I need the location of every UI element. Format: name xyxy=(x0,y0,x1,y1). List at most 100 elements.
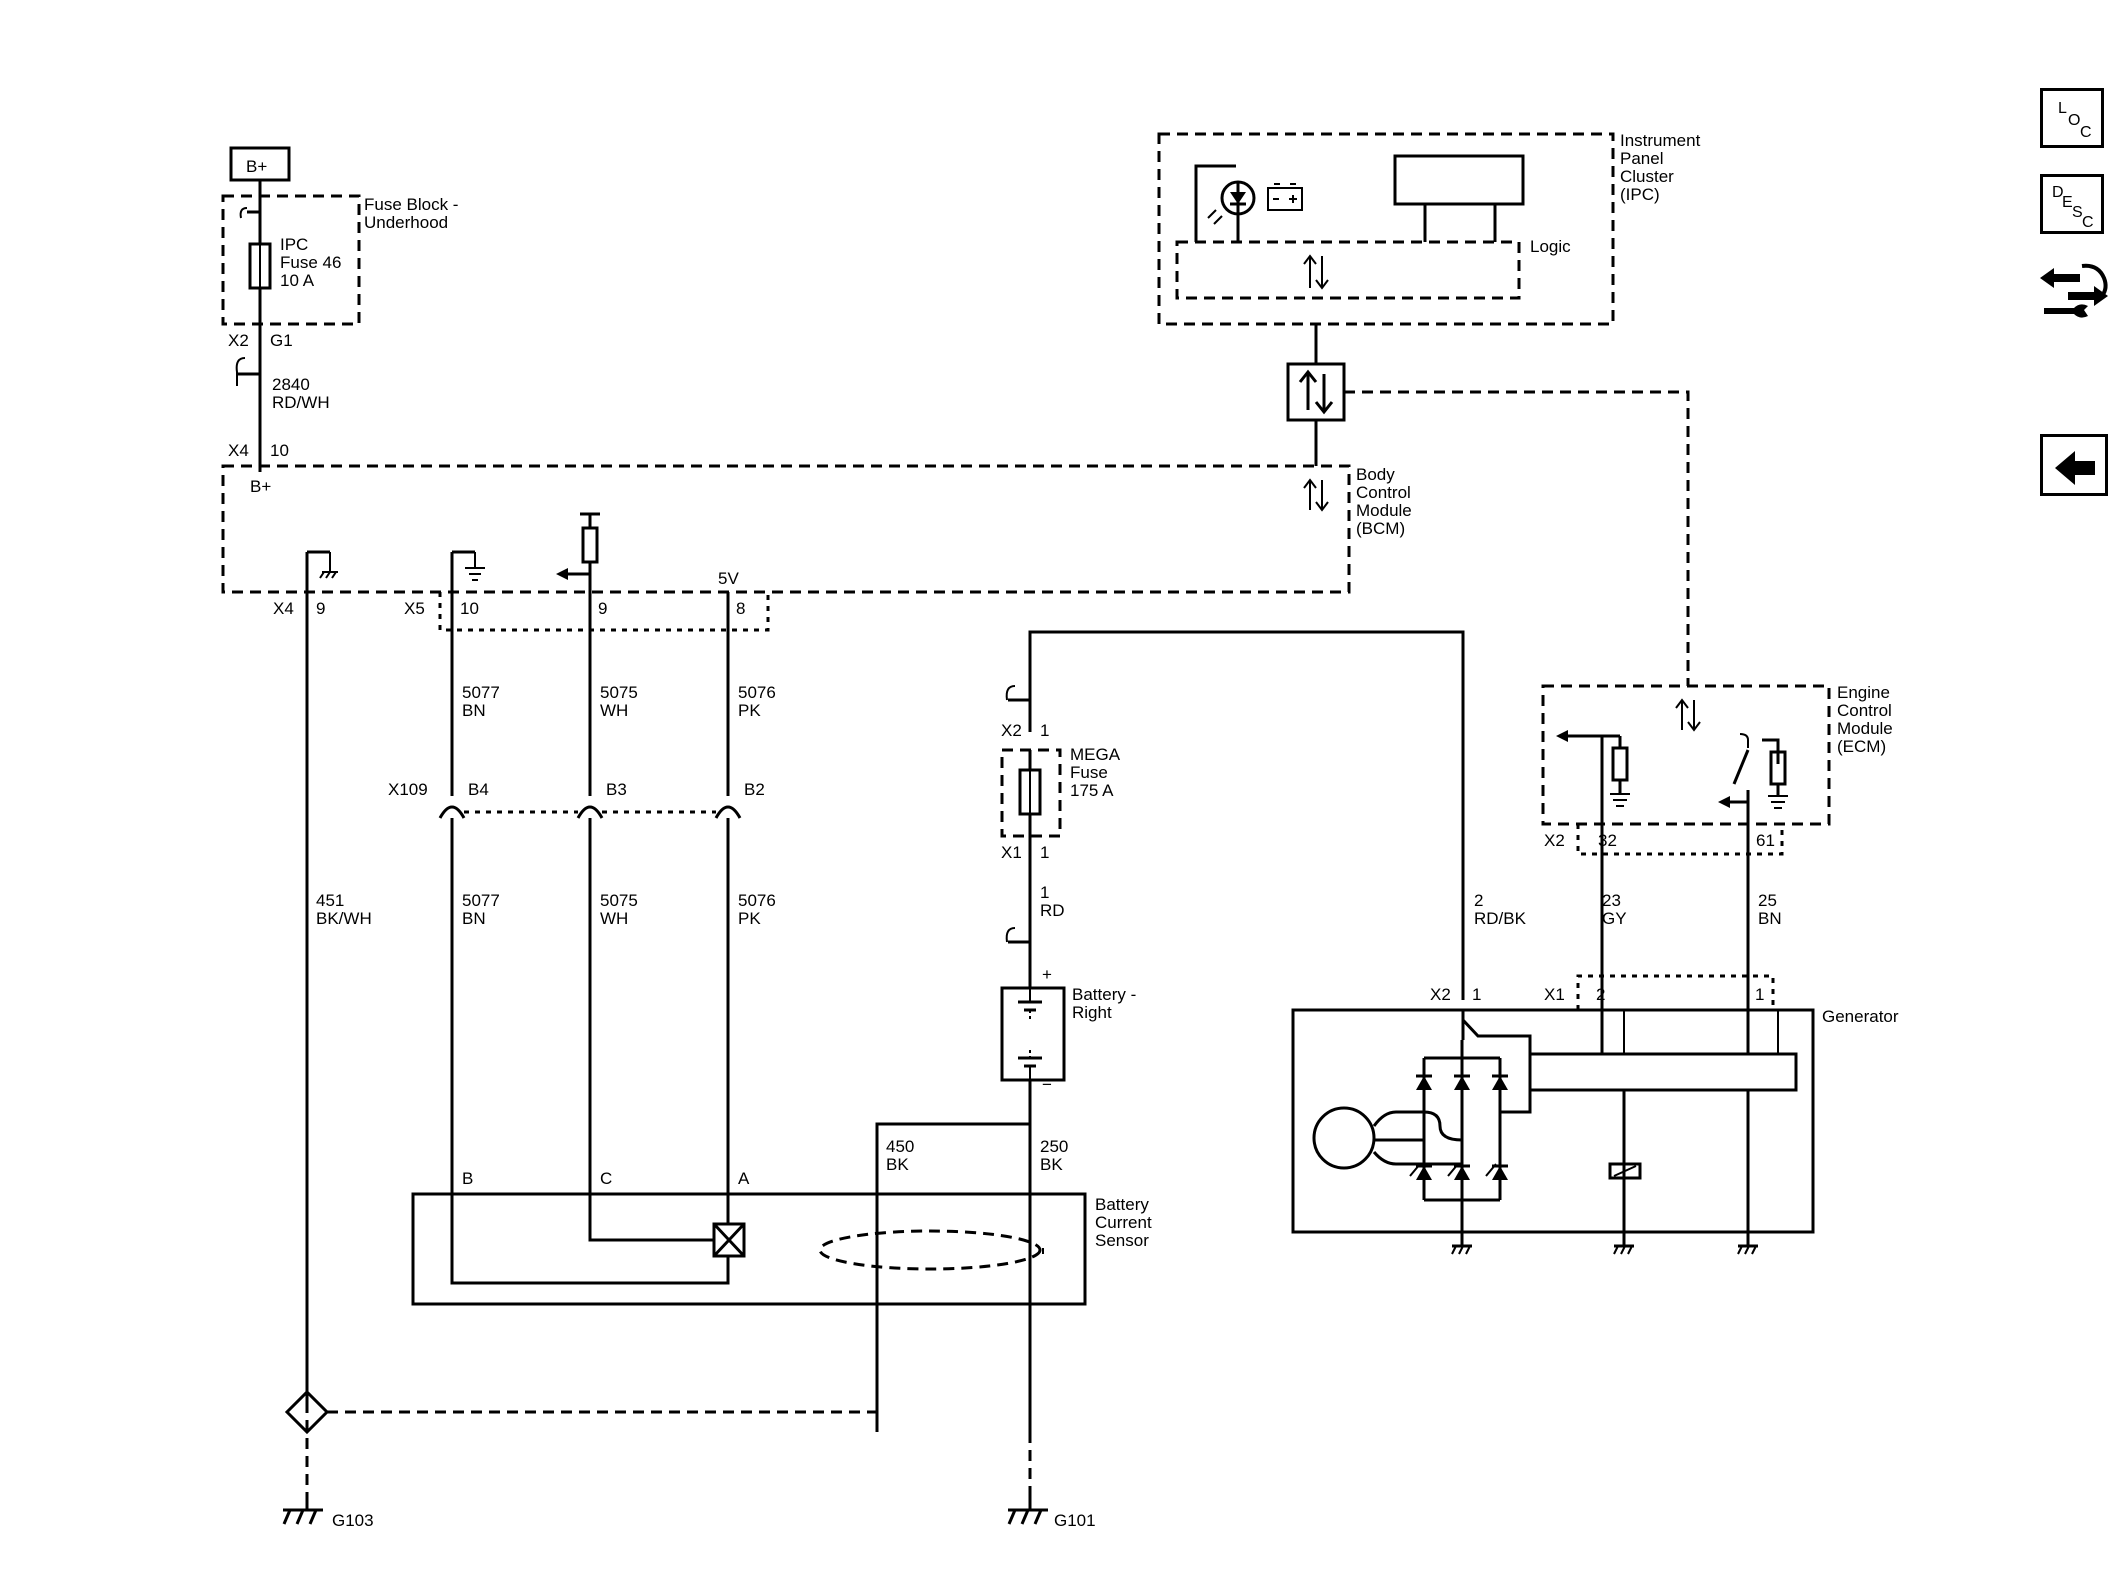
x109-pin-b2: B2 xyxy=(744,780,765,799)
wire-rd-bk-feed xyxy=(1028,630,1465,1000)
sensor-name-3: Sensor xyxy=(1095,1231,1149,1250)
generator-ground-icons xyxy=(1451,1200,1758,1255)
svg-text:L: L xyxy=(2058,100,2067,117)
fuse-block-outline xyxy=(221,194,361,326)
bcm-chassis-ground-icon xyxy=(319,552,338,579)
desc-icon: D E S C xyxy=(2052,184,2094,231)
ground-splice-diamond xyxy=(284,1304,879,1435)
ipc-name-4: (IPC) xyxy=(1620,185,1660,204)
bcm-x4-conn-bottom: X4 xyxy=(273,599,294,618)
serial-data-line-ecm xyxy=(1344,390,1690,686)
serial-data-gateway-icon xyxy=(1286,362,1346,422)
ecm-name-3: Module xyxy=(1837,719,1893,738)
wire-5076-color-top: PK xyxy=(738,701,761,720)
bcm-bplus-input: B+ xyxy=(250,477,271,496)
generator-x1-conn: X1 xyxy=(1544,985,1565,1004)
battery-name: Battery - xyxy=(1072,985,1136,1004)
wire-23-color: GY xyxy=(1602,909,1627,928)
ecm-turn-on-switch-icon xyxy=(1718,733,1788,824)
ipc-name-1: Instrument xyxy=(1620,131,1701,150)
ipc-fuse-rating: 10 A xyxy=(280,271,315,290)
wire-451-color: BK/WH xyxy=(316,909,372,928)
bcm-name-3: Module xyxy=(1356,501,1412,520)
svg-text:O: O xyxy=(2068,112,2080,129)
location-button[interactable]: L O C xyxy=(2040,88,2104,148)
fuse-block-splice-mark xyxy=(239,207,248,219)
ipc-logic-label: Logic xyxy=(1530,237,1571,256)
wire-451-circuit: 451 xyxy=(316,891,344,910)
current-sensing-loop xyxy=(818,1229,1042,1271)
ipc-name-3: Cluster xyxy=(1620,167,1674,186)
stator-winding-icon xyxy=(1312,1106,1463,1170)
ecm-x2-conn: X2 xyxy=(1544,831,1565,850)
wire-1-circuit: 1 xyxy=(1040,883,1049,902)
sensor-pin-a: A xyxy=(738,1169,750,1188)
fuse-block-pin: G1 xyxy=(270,331,293,350)
x109-pin-b3: B3 xyxy=(606,780,627,799)
ecm-field-input-icon xyxy=(1556,730,1630,807)
bcm-x4-pin-9: 9 xyxy=(316,599,325,618)
wire-5077-color-top: BN xyxy=(462,701,486,720)
wire-25-color: BN xyxy=(1758,909,1782,928)
wire-2-color: RD/BK xyxy=(1474,909,1527,928)
wire-450-circuit: 450 xyxy=(886,1137,914,1156)
ground-g103-icon xyxy=(282,1492,323,1525)
mega-fuse-splice-mark xyxy=(1005,685,1016,701)
ipc-outline xyxy=(1157,132,1615,326)
wire-5076-circuit: 5076 xyxy=(738,891,776,910)
battery-current-sensor xyxy=(411,1192,1087,1306)
sensor-name-2: Current xyxy=(1095,1213,1152,1232)
ecm-x2-pin-61: 61 xyxy=(1756,831,1775,850)
ipc-fuse-label: IPC xyxy=(280,235,308,254)
wire-1-color: RD xyxy=(1040,901,1065,920)
wire-5075-color: WH xyxy=(600,909,628,928)
ecm-name-2: Control xyxy=(1837,701,1892,720)
wire-5076-circuit-top: 5076 xyxy=(738,683,776,702)
fuse-block-name: Fuse Block - xyxy=(364,195,458,214)
ipc-display-icon xyxy=(1393,154,1525,242)
connector-tool-button[interactable] xyxy=(2036,256,2112,326)
ground-g103-label: G103 xyxy=(332,1511,374,1530)
bplus-tag-label: B+ xyxy=(246,157,267,176)
mega-fuse-name: MEGA xyxy=(1070,745,1121,764)
ecm-serial-data-icon xyxy=(1675,698,1701,732)
x109-name: X109 xyxy=(388,780,428,799)
wire-5077-circuit: 5077 xyxy=(462,891,500,910)
wire-5077-color: BN xyxy=(462,909,486,928)
generator-x1-pin-2: 2 xyxy=(1596,985,1605,1004)
bcm-signal-input-icon xyxy=(556,568,590,580)
mega-fuse-name-2: Fuse xyxy=(1070,763,1108,782)
ecm-x2-connector xyxy=(1576,824,1784,856)
battery-right xyxy=(1000,986,1066,1082)
mega-fuse-rating: 175 A xyxy=(1070,781,1114,800)
wire-2840-splice-mark xyxy=(235,357,246,386)
wire-250-circuit: 250 xyxy=(1040,1137,1068,1156)
generator-name: Generator xyxy=(1822,1007,1899,1026)
field-winding-icon xyxy=(1608,1162,1642,1180)
sensor-pin-b: B xyxy=(462,1169,473,1188)
bcm-x5-pin-9: 9 xyxy=(598,599,607,618)
battery-minus: − xyxy=(1042,1075,1052,1094)
voltage-regulator xyxy=(1528,1052,1798,1092)
mega-fuse-x1-pin: 1 xyxy=(1040,843,1049,862)
description-button[interactable]: D E S C xyxy=(2040,174,2104,234)
bcm-pullup-resistor-icon xyxy=(580,512,600,574)
ground-g101-icon xyxy=(1007,1492,1048,1525)
generator-x1-connector xyxy=(1576,974,1775,1010)
bcm-x5-conn: X5 xyxy=(404,599,425,618)
bcm-name-1: Body xyxy=(1356,465,1395,484)
svg-text:S: S xyxy=(2072,204,2083,221)
back-button[interactable] xyxy=(2040,434,2108,496)
ecm-outline xyxy=(1541,684,1831,826)
ipc-name-2: Panel xyxy=(1620,149,1663,168)
wire-5075-circuit: 5075 xyxy=(600,891,638,910)
bcm-name-2: Control xyxy=(1356,483,1411,502)
wire-450 xyxy=(875,1080,1032,1432)
bcm-x4-pin-10: 10 xyxy=(270,441,289,460)
wire-250-color: BK xyxy=(1040,1155,1063,1174)
ecm-name-4: (ECM) xyxy=(1837,737,1886,756)
rectifier-bridge-icon xyxy=(1409,1040,1508,1202)
ipc-battery-indicator-icon xyxy=(1267,183,1303,211)
mega-fuse-x2-pin: 1 xyxy=(1040,721,1049,740)
battery-cell-icon xyxy=(1018,988,1042,1080)
